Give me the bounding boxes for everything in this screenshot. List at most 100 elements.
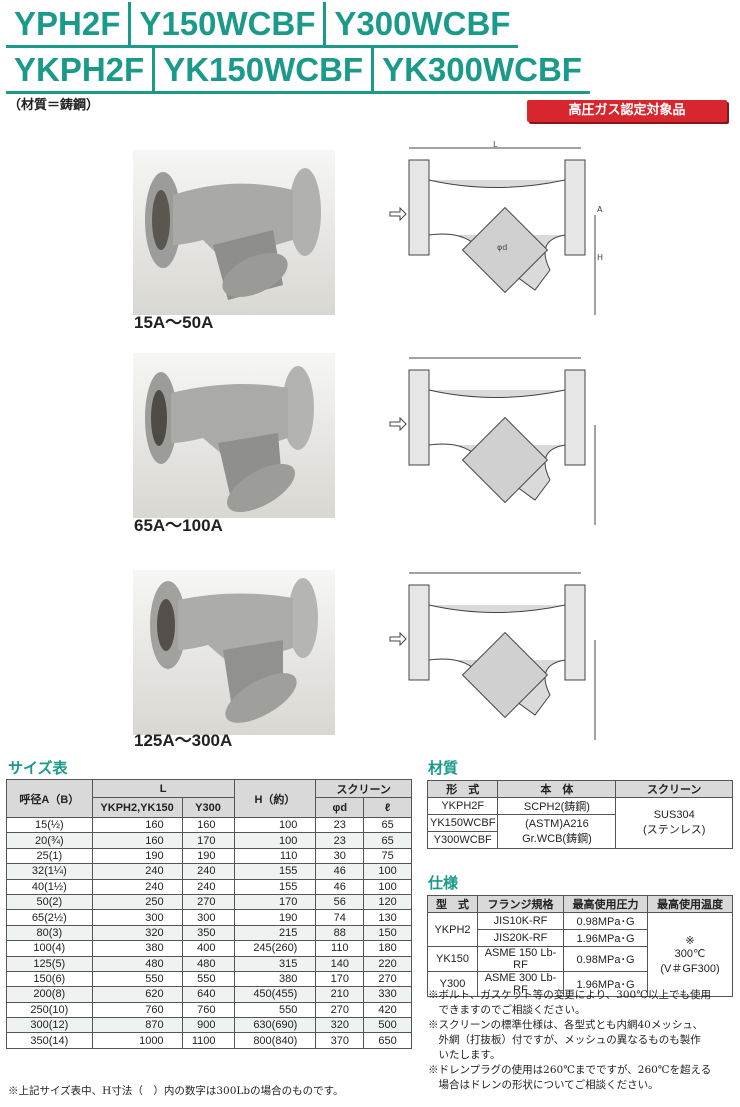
table-cell: 155	[233, 878, 317, 895]
col-phid: φd	[315, 797, 365, 818]
title-row-1: YPH2F Y150WCBF Y300WCBF	[6, 2, 519, 48]
mat-model: Y300WCBF	[426, 831, 499, 849]
table-cell: 110	[315, 940, 365, 957]
table-cell: 150	[363, 924, 412, 942]
table-cell: 170	[181, 832, 235, 849]
size-table-heading: サイズ表	[8, 759, 68, 777]
spec-model: Y300	[427, 971, 478, 997]
mat-model: YK150WCBF	[426, 814, 499, 832]
model-title: YPH2F	[6, 2, 132, 48]
table-cell: 40(1½)	[6, 878, 93, 895]
table-cell: 210	[315, 986, 365, 1003]
table-cell: 400	[181, 940, 235, 957]
table-cell: 215	[233, 924, 317, 942]
table-cell: 300	[91, 909, 183, 926]
table-cell: 320	[315, 1017, 365, 1034]
table-cell: 160	[91, 832, 183, 849]
model-title: YK300WCBF	[374, 48, 590, 94]
col-ell: ℓ	[363, 797, 412, 818]
col-L-ykph2: YKPH2,YK150	[91, 797, 183, 818]
note-line: ※スクリーンの標準仕様は、各型式とも内網40メッシュ、	[428, 1019, 704, 1031]
spec-table: 型 式 フランジ規格 最高使用圧力 最高使用温度 YKPH2 JIS10K-RF…	[427, 895, 733, 997]
note-line: いたします。	[428, 1049, 501, 1061]
dimension-drawing: L H A φd	[385, 140, 625, 340]
size-range-caption: 15A〜50A	[134, 313, 214, 332]
table-cell: 15(½)	[6, 816, 93, 834]
dimension-drawing	[385, 350, 625, 550]
valve-photo-medium	[133, 353, 335, 518]
notes-block: ※ボルト、ガスケット等の変更により、300℃以上でも使用 できますのでご相談くだ…	[428, 988, 736, 1093]
mat-body-line: (ASTM)A216	[525, 817, 589, 830]
table-cell: 74	[315, 909, 365, 926]
table-cell: 88	[315, 924, 365, 942]
table-cell: 50(2)	[6, 893, 93, 911]
size-range-caption: 125A〜300A	[134, 731, 233, 750]
table-cell: 65(2½)	[6, 909, 93, 926]
table-cell: 200(8)	[6, 986, 93, 1003]
temp-note: (V＃GF300)	[660, 962, 720, 975]
mat-col-model: 形 式	[426, 780, 499, 798]
table-cell: 500	[363, 1017, 412, 1034]
table-cell: 23	[315, 832, 365, 849]
table-cell: 110	[233, 847, 317, 865]
table-cell: 190	[91, 847, 183, 865]
screen-material-note: (ステンレス)	[643, 824, 706, 836]
screen-material: SUS304	[653, 809, 695, 821]
col-L: L	[91, 779, 235, 798]
valve-photo-large	[133, 570, 335, 735]
table-cell: 630(690)	[233, 1017, 317, 1034]
table-cell: 100	[363, 878, 412, 895]
table-cell: 160	[181, 816, 235, 834]
spec-flange: ASME 300 Lb-RF	[477, 971, 564, 997]
table-cell: 245(260)	[233, 940, 317, 957]
certification-badge: 高圧ガス認定対象品	[527, 100, 727, 122]
table-cell: 250	[91, 893, 183, 911]
table-cell: 20(¾)	[6, 832, 93, 849]
table-cell: 420	[363, 1001, 412, 1019]
table-cell: 650	[363, 1032, 412, 1049]
table-cell: 620	[91, 986, 183, 1003]
table-cell: 480	[91, 955, 183, 972]
note-line: 外網（打抜板）付ですが、メッシュの異なるものも製作	[428, 1034, 701, 1046]
table-cell: 56	[315, 893, 365, 911]
table-cell: 760	[181, 1001, 235, 1019]
table-cell: 100	[233, 816, 317, 834]
table-cell: 30	[315, 847, 365, 865]
table-cell: 46	[315, 863, 365, 880]
table-cell: 760	[91, 1001, 183, 1019]
table-cell: 240	[91, 878, 183, 895]
table-cell: 170	[233, 893, 317, 911]
table-cell: 240	[181, 863, 235, 880]
table-cell: 480	[181, 955, 235, 972]
spec-flange: JIS20K-RF	[477, 929, 564, 947]
spec-heading: 仕様	[428, 874, 459, 892]
dim-phid-label: φd	[497, 243, 507, 252]
table-cell: 100(4)	[6, 940, 93, 957]
table-cell: 550	[233, 1001, 317, 1019]
table-cell: 320	[91, 924, 183, 942]
table-cell: 100	[233, 832, 317, 849]
title-row-2: YKPH2F YK150WCBF YK300WCBF	[6, 48, 590, 94]
table-cell: 75	[363, 847, 412, 865]
spec-col-pressure: 最高使用圧力	[563, 895, 648, 913]
table-cell: 130	[363, 909, 412, 926]
model-title: YKPH2F	[6, 48, 156, 94]
mat-body-line: Gr.WCB(鋳鋼)	[522, 832, 592, 845]
table-cell: 1000	[91, 1032, 183, 1049]
table-cell: 170	[315, 970, 365, 988]
table-cell: 32(1¼)	[6, 863, 93, 880]
model-title: YK150WCBF	[155, 48, 375, 94]
table-cell: 380	[91, 940, 183, 957]
table-cell: 370	[315, 1032, 365, 1049]
